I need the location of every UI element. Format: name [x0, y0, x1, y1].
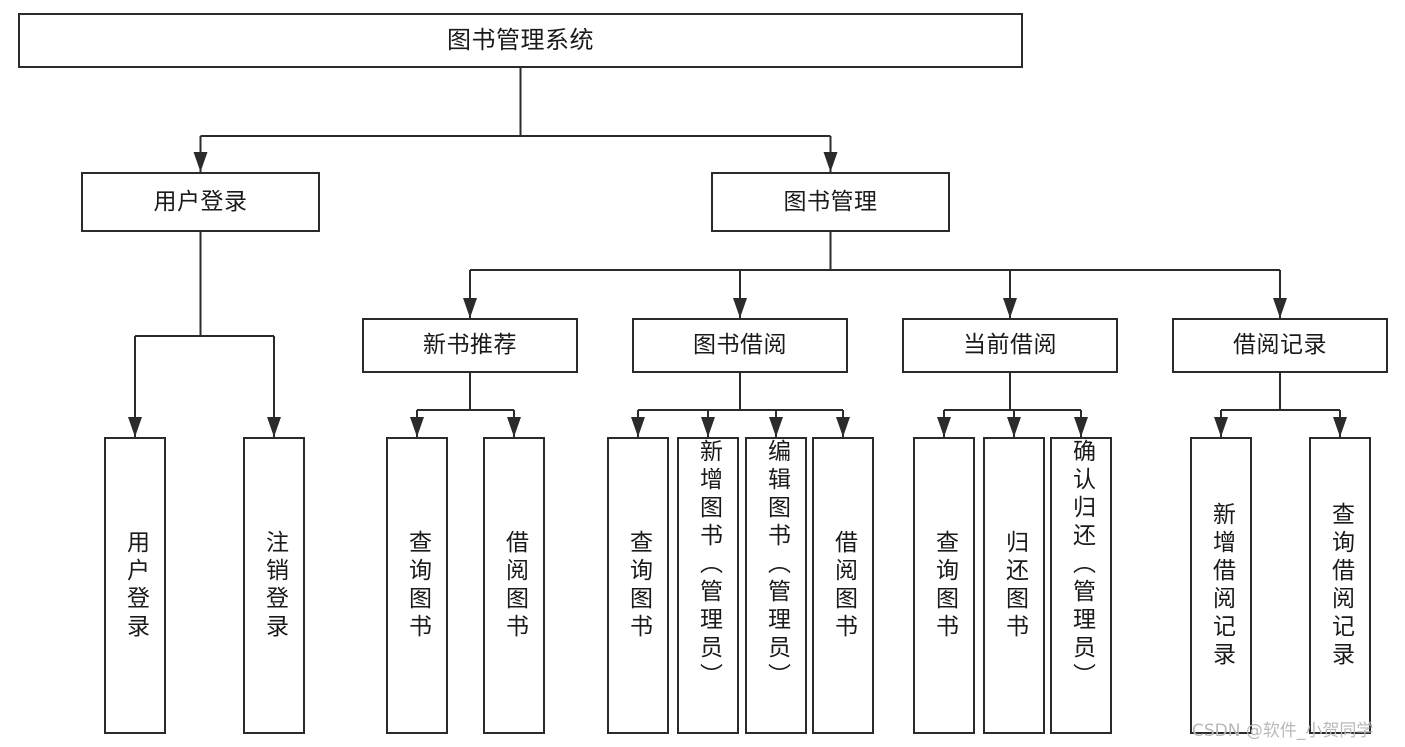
node-label-leaf-query-book-2: 查询图书 — [625, 529, 652, 642]
node-label-leaf-user-login: 用户登录 — [122, 529, 149, 642]
arrowhead-leaf-edit-book — [769, 417, 783, 437]
node-leaf-edit-book[interactable]: 编辑图书（管理员） — [745, 437, 807, 734]
watermark-text: CSDN @软件_小贺同学 — [1192, 721, 1374, 741]
arrowhead-leaf-query-book-1 — [410, 417, 424, 437]
node-label-book-manage: 图书管理 — [783, 188, 878, 215]
node-label-leaf-confirm-return: 确认归还（管理员） — [1068, 439, 1095, 691]
arrowhead-leaf-query-book-2 — [631, 417, 645, 437]
node-label-root: 图书管理系统 — [447, 25, 594, 54]
node-leaf-add-record[interactable]: 新增借阅记录 — [1190, 437, 1252, 734]
node-label-leaf-query-record: 查询借阅记录 — [1327, 501, 1354, 670]
arrowhead-leaf-query-book-3 — [937, 417, 951, 437]
node-label-leaf-add-book: 新增图书（管理员） — [695, 439, 722, 691]
arrowhead-leaf-logout — [267, 417, 281, 437]
node-book-borrow[interactable]: 图书借阅 — [632, 318, 848, 373]
node-label-new-book-rec: 新书推荐 — [423, 332, 517, 359]
arrowhead-current-borrow — [1003, 298, 1017, 318]
node-leaf-borrow-book-1[interactable]: 借阅图书 — [483, 437, 545, 734]
node-label-leaf-edit-book: 编辑图书（管理员） — [763, 439, 790, 691]
node-borrow-record[interactable]: 借阅记录 — [1172, 318, 1388, 373]
arrowhead-new-book-rec — [463, 298, 477, 318]
node-current-borrow[interactable]: 当前借阅 — [902, 318, 1118, 373]
node-user-login[interactable]: 用户登录 — [81, 172, 320, 232]
node-label-book-borrow: 图书借阅 — [693, 332, 787, 359]
node-leaf-add-book[interactable]: 新增图书（管理员） — [677, 437, 739, 734]
node-label-leaf-borrow-book-2: 借阅图书 — [830, 529, 857, 642]
node-label-leaf-return-book: 归还图书 — [1001, 529, 1028, 642]
node-label-user-login: 用户登录 — [153, 188, 248, 215]
node-label-current-borrow: 当前借阅 — [963, 332, 1057, 359]
node-label-leaf-query-book-1: 查询图书 — [404, 529, 431, 642]
node-label-leaf-logout: 注销登录 — [261, 529, 288, 642]
node-label-borrow-record: 借阅记录 — [1233, 332, 1327, 359]
arrowhead-user-login — [193, 152, 208, 172]
arrowhead-leaf-borrow-book-2 — [836, 417, 850, 437]
node-leaf-query-record[interactable]: 查询借阅记录 — [1309, 437, 1371, 734]
node-leaf-return-book[interactable]: 归还图书 — [983, 437, 1045, 734]
arrowhead-leaf-query-record — [1333, 417, 1347, 437]
node-label-leaf-query-book-3: 查询图书 — [931, 529, 958, 642]
arrowhead-leaf-add-book — [701, 417, 715, 437]
arrowhead-leaf-borrow-book-1 — [507, 417, 521, 437]
node-label-leaf-add-record: 新增借阅记录 — [1208, 501, 1235, 670]
node-root[interactable]: 图书管理系统 — [18, 13, 1023, 68]
node-leaf-borrow-book-2[interactable]: 借阅图书 — [812, 437, 874, 734]
node-leaf-logout[interactable]: 注销登录 — [243, 437, 305, 734]
arrowhead-leaf-confirm-return — [1074, 417, 1088, 437]
node-leaf-query-book-2[interactable]: 查询图书 — [607, 437, 669, 734]
arrowhead-borrow-record — [1273, 298, 1287, 318]
arrowhead-book-borrow — [733, 298, 747, 318]
arrowhead-leaf-add-record — [1214, 417, 1228, 437]
node-new-book-rec[interactable]: 新书推荐 — [362, 318, 578, 373]
arrowhead-leaf-user-login — [128, 417, 142, 437]
node-leaf-query-book-1[interactable]: 查询图书 — [386, 437, 448, 734]
node-leaf-user-login[interactable]: 用户登录 — [104, 437, 166, 734]
node-leaf-query-book-3[interactable]: 查询图书 — [913, 437, 975, 734]
node-book-manage[interactable]: 图书管理 — [711, 172, 950, 232]
arrowhead-book-manage — [823, 152, 838, 172]
node-label-leaf-borrow-book-1: 借阅图书 — [501, 529, 528, 642]
arrowhead-leaf-return-book — [1007, 417, 1021, 437]
node-leaf-confirm-return[interactable]: 确认归还（管理员） — [1050, 437, 1112, 734]
